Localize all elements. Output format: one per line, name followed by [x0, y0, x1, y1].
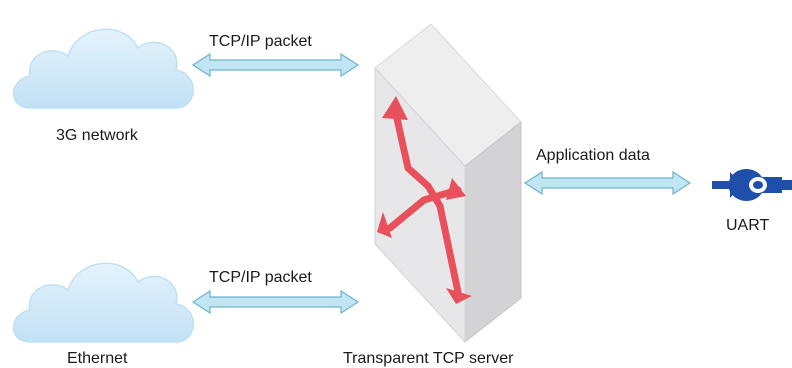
server-router-icon — [374, 23, 522, 344]
node-ethernet-label: Ethernet — [67, 350, 128, 367]
node-uart-label: UART — [726, 217, 770, 234]
router-arrowheads-icon — [377, 96, 472, 304]
cloud-ethernet-icon — [12, 262, 194, 343]
uart-connector-icon — [712, 169, 792, 201]
double-arrow-ethernet-icon — [191, 289, 360, 315]
double-arrow-3g-icon — [191, 52, 360, 78]
cloud-3g-icon — [12, 28, 194, 109]
double-arrow-uart-icon — [523, 170, 692, 196]
router-arrows-icon — [386, 110, 462, 296]
link-ethernet-label: TCP/IP packet — [209, 269, 312, 286]
link-uart-label: Application data — [536, 147, 650, 164]
node-server-label: Transparent TCP server — [343, 350, 514, 367]
link-3g-label: TCP/IP packet — [209, 33, 312, 50]
node-3g-label: 3G network — [56, 127, 138, 144]
